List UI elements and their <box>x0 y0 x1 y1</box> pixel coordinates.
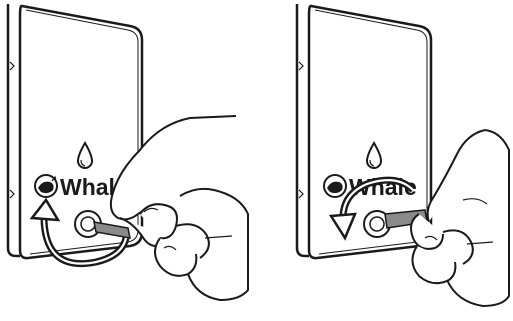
side-notch <box>9 189 15 199</box>
side-notch <box>9 61 15 71</box>
clockwise-arrow-icon <box>29 197 130 268</box>
hand-illustration <box>410 129 510 308</box>
device-illustration-left: Whale <box>6 4 249 302</box>
counterclockwise-arrow-icon <box>328 176 416 241</box>
housing-back-edge <box>295 4 309 258</box>
step-counterclockwise-panel: Whale <box>257 0 513 321</box>
side-notch <box>298 61 304 71</box>
water-drop-highlight <box>80 159 86 167</box>
hand-illustration <box>109 115 249 302</box>
switch-knob <box>363 210 391 238</box>
whale-logo-icon <box>323 174 347 198</box>
housing-inner-line <box>25 9 139 255</box>
step-clockwise-panel: Whale <box>0 0 256 321</box>
whale-logo-icon <box>34 174 58 198</box>
side-notch <box>298 189 304 199</box>
device-illustration-right: Whale <box>295 4 510 308</box>
housing-back-edge <box>6 4 20 258</box>
water-drop-highlight <box>369 159 375 167</box>
key <box>93 221 131 239</box>
